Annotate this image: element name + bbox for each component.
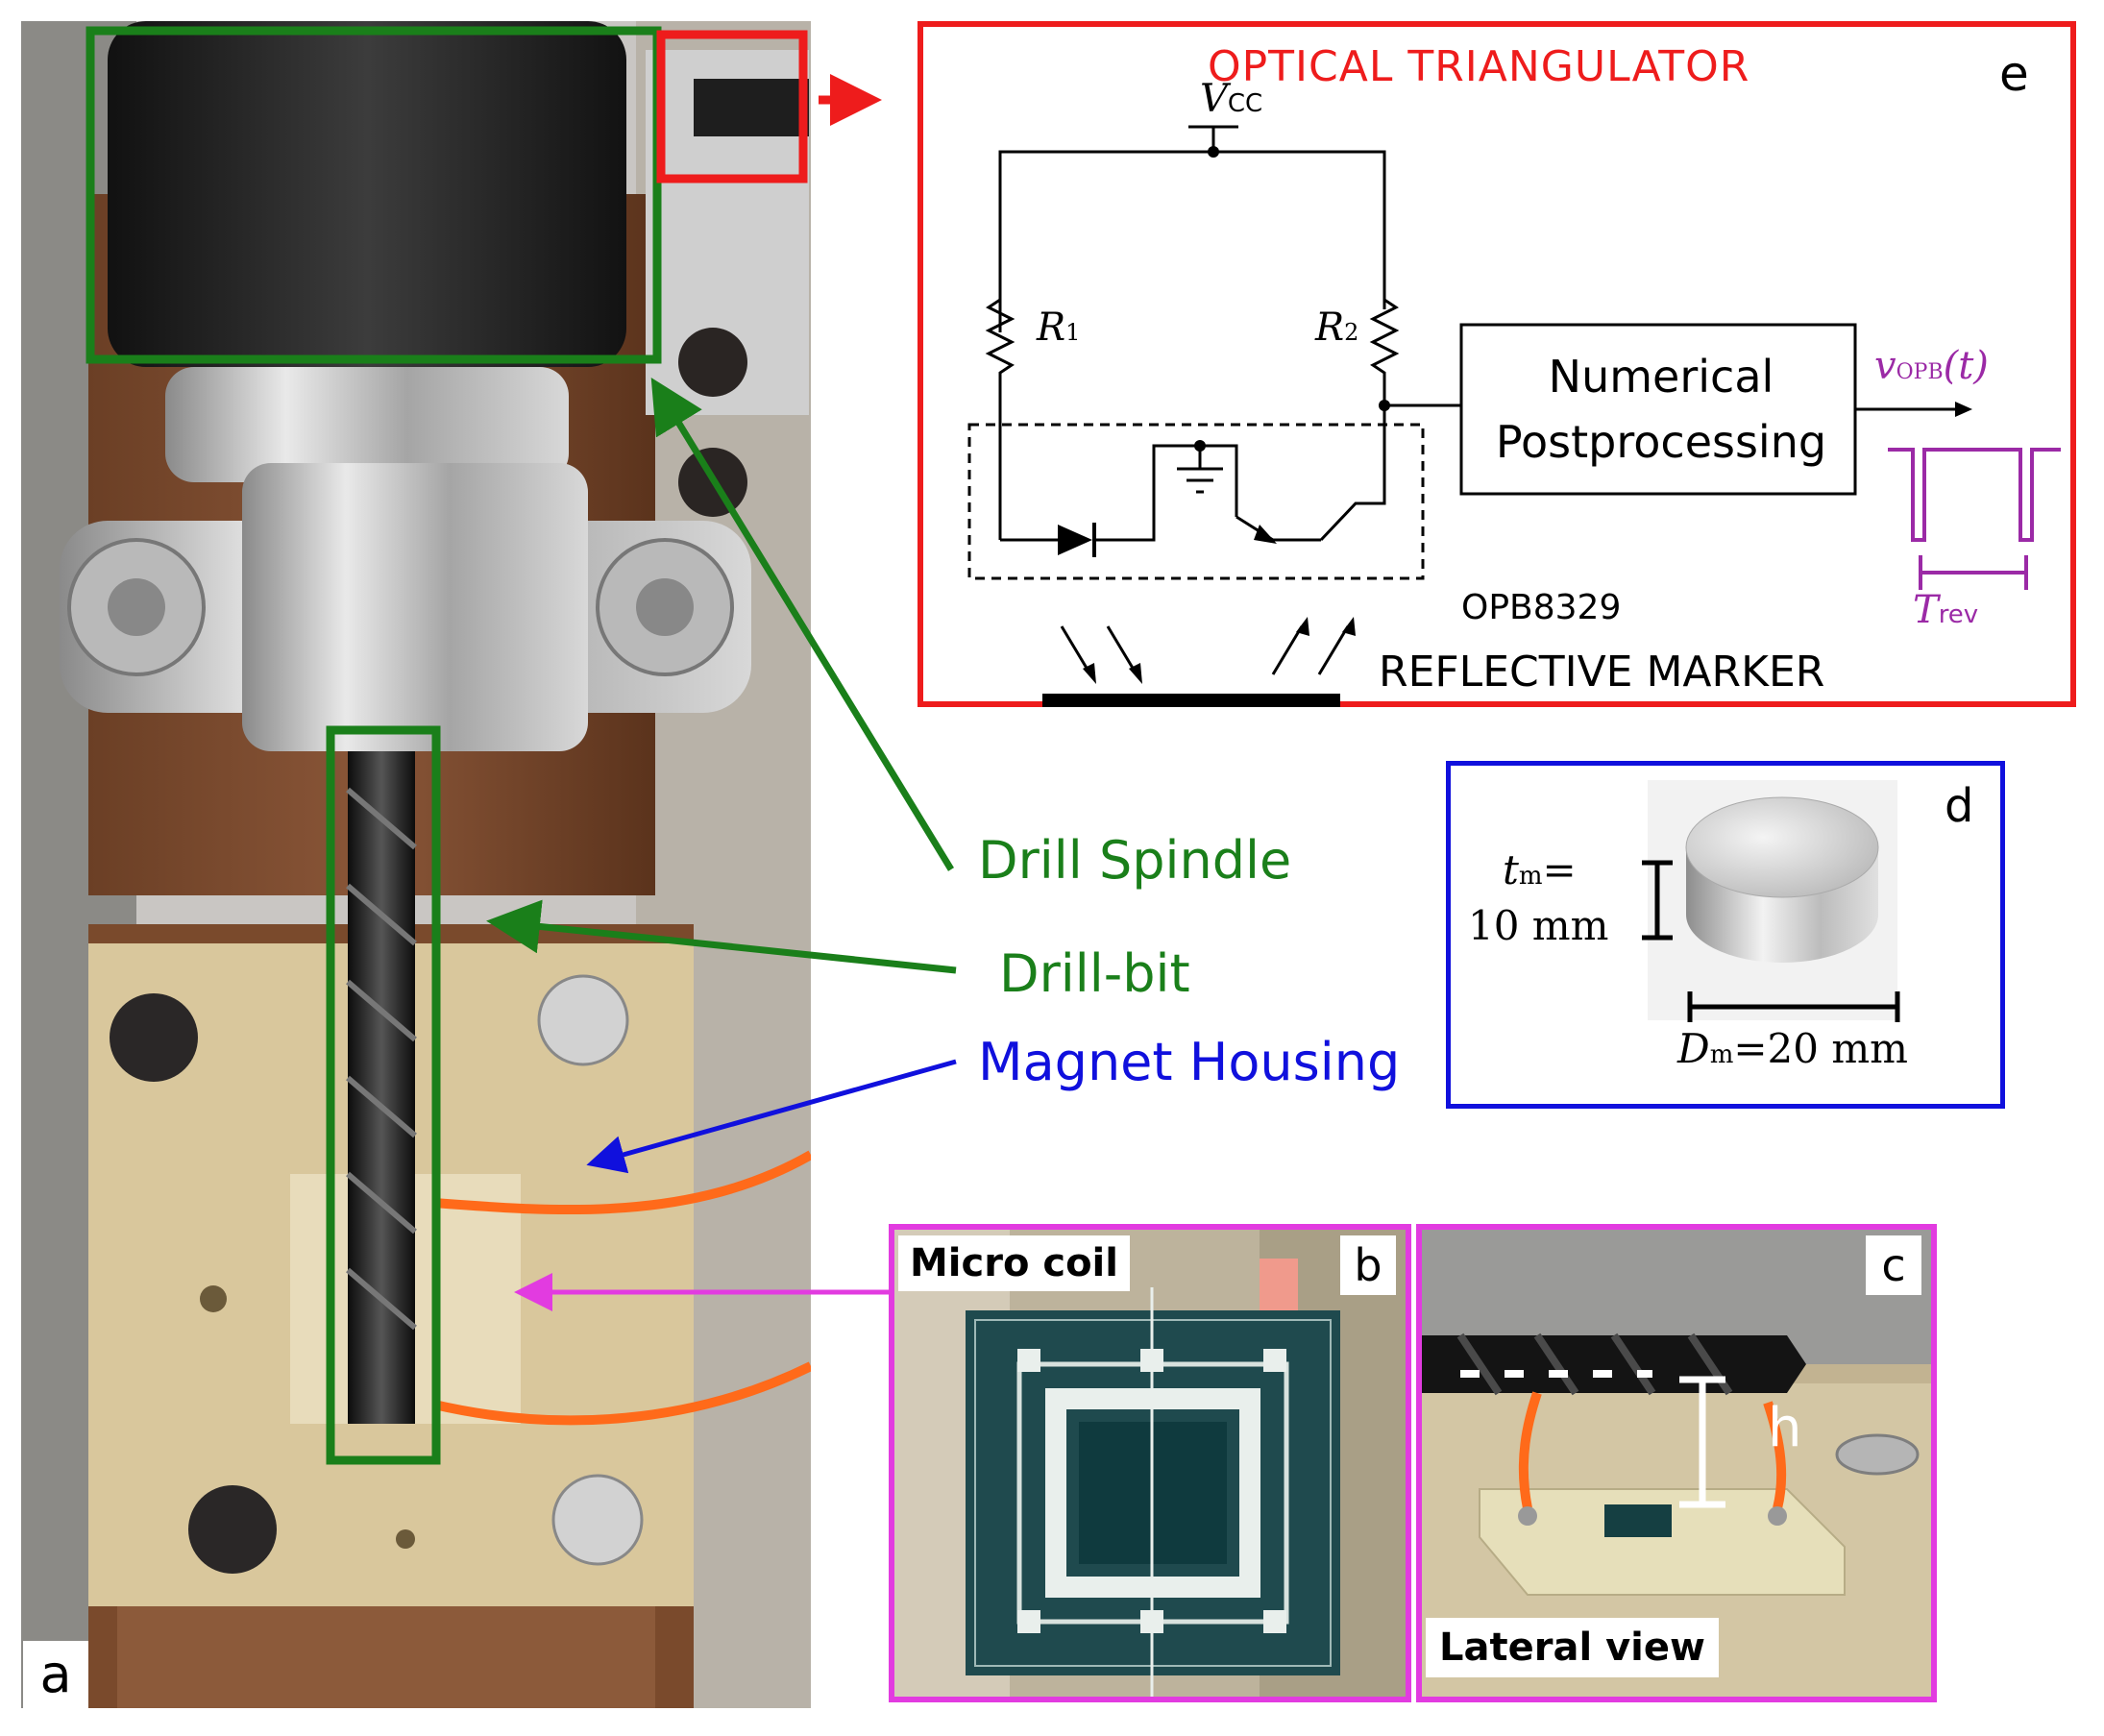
vcc-subscript: CC	[1227, 89, 1263, 118]
block-line-1: Numerical	[1548, 351, 1774, 403]
vcc-symbol: V	[1200, 77, 1228, 121]
panel-d-letter: d	[1945, 779, 1974, 833]
thickness-subscript: m	[1518, 862, 1543, 891]
thickness-value: 10 mm	[1468, 902, 1609, 949]
period-symbol: T	[1913, 588, 1939, 632]
diameter-label: Dm=20 mm	[1677, 1025, 1908, 1072]
panel-c: h c Lateral view	[1416, 1224, 1937, 1702]
spindle-arrow	[650, 378, 954, 871]
thickness-equals: =	[1542, 846, 1577, 893]
thickness-symbol: t	[1503, 846, 1519, 893]
micro-coil-caption: Micro coil	[898, 1235, 1130, 1291]
panel-e-letter: e	[1999, 46, 2029, 102]
period-subscript: rev	[1938, 600, 1979, 629]
panel-d: d tm= 10 mm Dm=20 mm	[1446, 761, 2005, 1109]
diameter-value: =20 mm	[1733, 1025, 1908, 1072]
r1-subscript: 1	[1065, 319, 1081, 346]
panel-b: Micro coil b	[889, 1224, 1411, 1702]
height-label: h	[1768, 1397, 1802, 1459]
triangulator-circuit	[967, 125, 2061, 707]
micro-coil-illustration	[894, 1230, 1406, 1697]
panel-a-photo	[21, 21, 811, 1708]
reflective-marker-label: REFLECTIVE MARKER	[1379, 648, 1825, 697]
output-subscript: OPB	[1896, 360, 1944, 384]
magnet-housing-arrow	[586, 1059, 957, 1174]
r2-label: R2	[1315, 306, 1358, 350]
sensor-part-label: OPB8329	[1461, 588, 1622, 627]
panel-c-letter: c	[1866, 1235, 1921, 1295]
triangulator-title: OPTICAL TRIANGULATOR	[1208, 42, 1750, 91]
vcc-label: VCC	[1200, 77, 1262, 121]
period-label: Trev	[1913, 588, 1978, 632]
diameter-subscript: m	[1709, 1040, 1734, 1069]
output-symbol: v	[1874, 344, 1896, 388]
panel-b-letter: b	[1340, 1235, 1396, 1295]
r1-symbol: R	[1037, 306, 1066, 350]
drill-bit-label: Drill-bit	[999, 943, 1190, 1004]
r2-symbol: R	[1315, 306, 1345, 350]
diameter-symbol: D	[1677, 1025, 1710, 1072]
block-line-2: Postprocessing	[1495, 416, 1827, 468]
panel-e: OPTICAL TRIANGULATOR e VCC R1 R2 Numeric…	[917, 21, 2076, 707]
r1-label: R1	[1037, 306, 1080, 350]
magnet-illustration	[1642, 780, 1900, 1022]
thickness-label: tm=	[1503, 846, 1577, 893]
postprocessing-block: Numerical Postprocessing	[1467, 344, 1855, 475]
drill-rig-illustration	[21, 21, 811, 1708]
lateral-view-caption: Lateral view	[1426, 1618, 1719, 1677]
drill-spindle-label: Drill Spindle	[978, 830, 1292, 891]
r2-subscript: 2	[1344, 319, 1359, 346]
drill-bit-arrow	[486, 899, 957, 974]
panel-a-letter: a	[23, 1641, 88, 1708]
output-signal-label: vOPB(t)	[1874, 344, 1989, 388]
output-argument: (t)	[1943, 344, 1989, 388]
magnet-housing-label: Magnet Housing	[978, 1032, 1401, 1092]
